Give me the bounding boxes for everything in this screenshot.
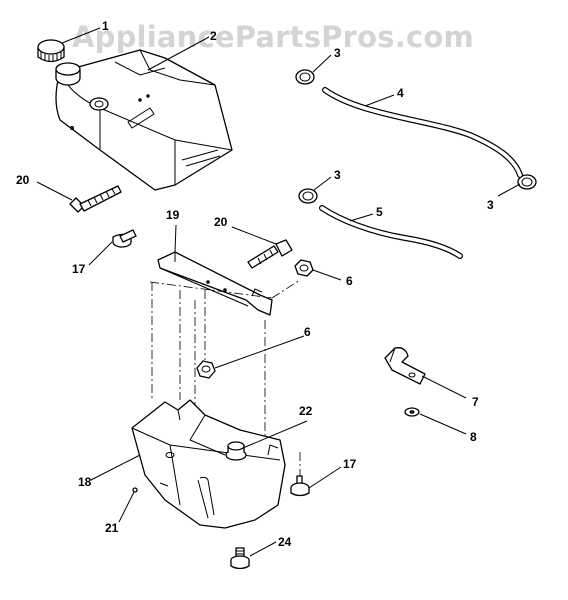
- leader-lines: [36, 27, 521, 557]
- self-tapping-screw-middle[interactable]: [247, 239, 293, 269]
- self-tapping-screw-left[interactable]: [69, 185, 122, 213]
- callout-17-lower: 17: [343, 457, 357, 471]
- bolt-bottom[interactable]: [230, 547, 250, 570]
- fuel-line-lower[interactable]: [319, 205, 463, 259]
- callout-labels: 1 2 3 4 3 3 5 20 19 20 17 6 6 7 8 22 17 …: [16, 19, 494, 549]
- callout-3-right: 3: [487, 198, 494, 212]
- hose-clamp-right[interactable]: [517, 174, 537, 190]
- fuel-cap[interactable]: [37, 39, 65, 63]
- callout-20-left: 20: [16, 173, 30, 187]
- hex-nut-upper[interactable]: [294, 259, 314, 277]
- bolt-upper[interactable]: [112, 229, 137, 248]
- watermark-text: AppliancePartsPros.com: [72, 20, 474, 54]
- hose-clamp-middle[interactable]: [298, 188, 318, 204]
- callout-24: 24: [278, 535, 292, 549]
- callout-4: 4: [397, 86, 404, 100]
- tank-support-base[interactable]: [131, 399, 286, 529]
- callout-7: 7: [472, 395, 479, 409]
- hose-clamp-top[interactable]: [295, 69, 315, 85]
- rivet[interactable]: [132, 487, 138, 493]
- callout-2: 2: [210, 29, 217, 43]
- flange-nut[interactable]: [225, 441, 247, 461]
- fuel-filler-neck[interactable]: [55, 62, 81, 86]
- callout-1: 1: [102, 19, 109, 33]
- callout-3-top: 3: [334, 46, 341, 60]
- fuel-line-upper[interactable]: [322, 87, 523, 178]
- callout-17-upper: 17: [72, 262, 86, 276]
- callout-6-lower: 6: [304, 325, 311, 339]
- callout-21: 21: [105, 521, 119, 535]
- callout-5: 5: [376, 205, 383, 219]
- callout-19: 19: [166, 208, 180, 222]
- callout-18: 18: [78, 475, 92, 489]
- callout-6-upper: 6: [346, 274, 353, 288]
- callout-3-middle: 3: [334, 168, 341, 182]
- bolt-lower[interactable]: [290, 475, 310, 497]
- fuel-tank[interactable]: [55, 49, 233, 191]
- hex-nut-lower[interactable]: [196, 360, 216, 379]
- callout-8: 8: [470, 430, 477, 444]
- mounting-bracket[interactable]: [157, 251, 273, 316]
- callout-20-middle: 20: [214, 215, 228, 229]
- line-clamp[interactable]: [384, 347, 426, 385]
- washer[interactable]: [404, 407, 420, 417]
- callout-22: 22: [299, 404, 313, 418]
